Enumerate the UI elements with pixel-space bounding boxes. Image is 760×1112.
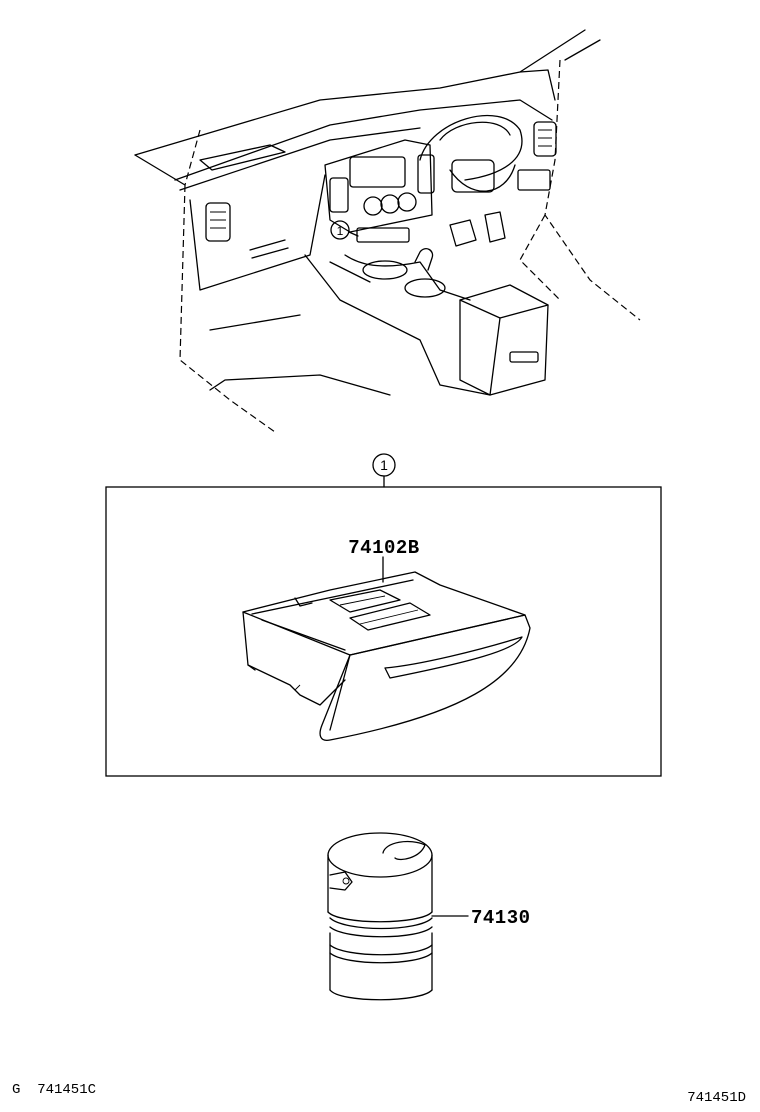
ashtray-assy-illustration <box>242 571 531 741</box>
dashboard-overview-illustration: 1 <box>134 29 641 433</box>
footer-left-code: G 741451C <box>12 1082 96 1098</box>
part-number-ashtray-insert: 74130 <box>471 907 531 929</box>
ashtray-insert-illustration <box>327 832 433 1001</box>
section-callout-number: 1 <box>380 457 388 473</box>
dashboard-callout-number: 1 <box>337 224 344 238</box>
footer-right-code: 741451D <box>687 1090 746 1106</box>
part-number-ashtray-assy: 74102B <box>348 537 419 559</box>
detail-frame <box>105 486 662 777</box>
